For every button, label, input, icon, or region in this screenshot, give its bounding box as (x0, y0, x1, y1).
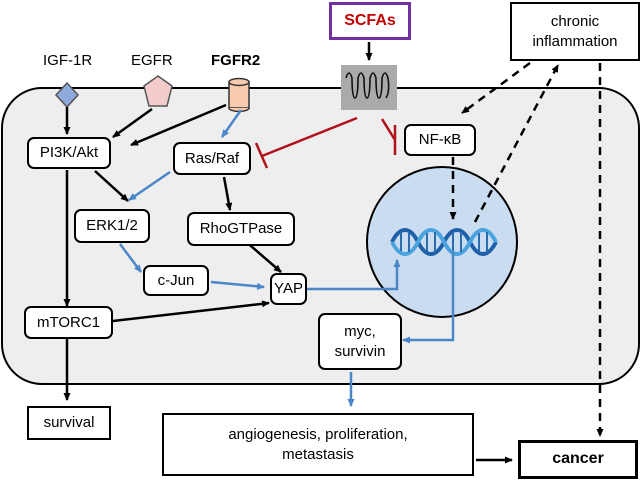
blue-arrows (119, 109, 455, 407)
ras-raf-node: Ras/Raf (173, 142, 251, 175)
rhogtpase-node: RhoGTPase (187, 212, 295, 246)
fgfr2-receptor-icon (228, 77, 250, 113)
inhibition-lines (254, 116, 397, 169)
survival-box: survival (27, 406, 111, 440)
cancer-box: cancer (518, 440, 638, 479)
dashed-arrows (449, 61, 604, 437)
mtorc1-node: mTORC1 (24, 306, 113, 339)
pi3k-akt-node: PI3K/Akt (27, 137, 111, 169)
myc-survivin-node: myc, survivin (318, 313, 402, 370)
egfr-receptor-icon (143, 75, 173, 107)
erk12-node: ERK1/2 (74, 209, 150, 243)
black-arrows (63, 42, 513, 464)
scfas-box: SCFAs (329, 2, 411, 40)
dna-icon (390, 228, 498, 256)
nfkb-node: NF-κB (404, 124, 476, 156)
chronic-inflammation-box: chronic inflammation (510, 2, 640, 61)
gpcr-helix-icon (345, 72, 390, 99)
cell-membrane (1, 87, 640, 385)
cjun-node: c-Jun (143, 265, 209, 296)
fgfr2-label: FGFR2 (211, 52, 261, 69)
yap-node: YAP (270, 273, 307, 305)
egfr-label: EGFR (131, 52, 173, 69)
gpcr-receptor-icon (341, 65, 397, 110)
outcomes-box: angiogenesis, proliferation, metastasis (162, 413, 474, 476)
igf1r-label: IGF-1R (43, 52, 93, 69)
